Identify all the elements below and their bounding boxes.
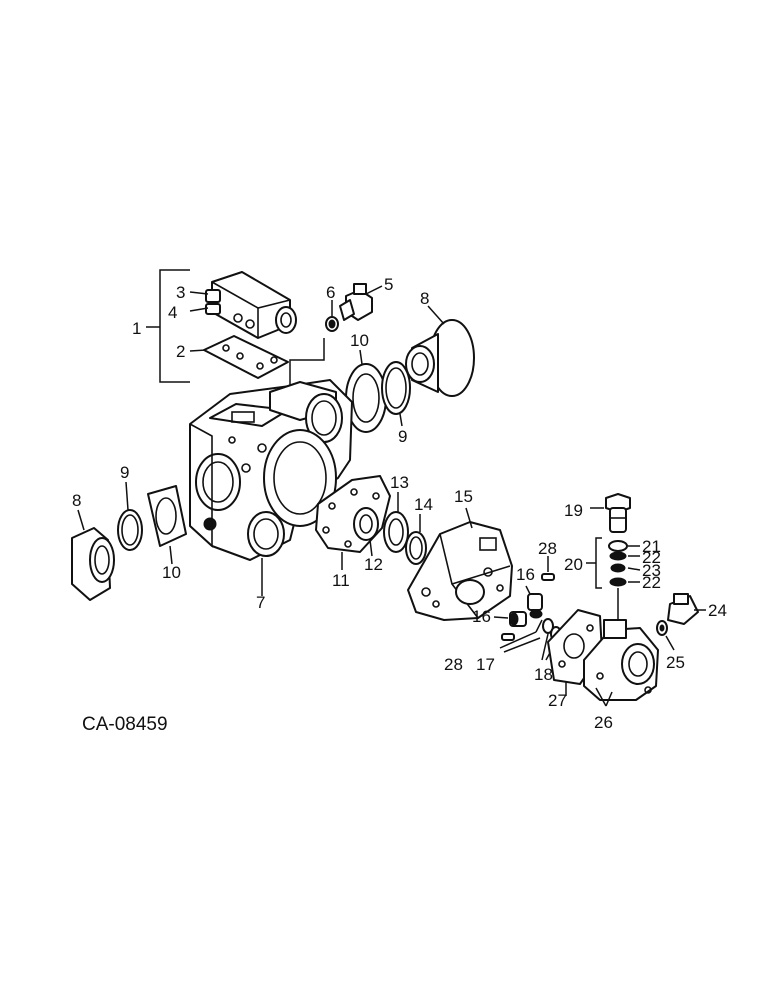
pump-cover <box>583 619 659 707</box>
roll-pins <box>501 556 555 641</box>
callout-18: 18 <box>534 665 553 684</box>
callout-22-upper: 22 <box>642 548 661 567</box>
callout-4: 4 <box>168 303 177 322</box>
drive-gear <box>353 507 379 557</box>
callout-5: 5 <box>384 275 393 294</box>
callout-20: 20 <box>564 555 583 574</box>
callout-9-lower: 9 <box>120 463 129 482</box>
callout-13: 13 <box>390 473 409 492</box>
lower-ring-and-gasket <box>117 481 187 565</box>
callout-26: 26 <box>594 713 613 732</box>
callout-25: 25 <box>666 653 685 672</box>
pump-body <box>407 507 513 621</box>
callout-17: 17 <box>476 655 495 674</box>
callout-2: 2 <box>176 342 185 361</box>
dowel-pins <box>499 619 543 653</box>
bearing-cap-lower <box>71 509 115 601</box>
callout-23: 23 <box>642 561 661 580</box>
relief-plugs <box>493 585 543 627</box>
callout-12: 12 <box>364 555 383 574</box>
callout-24: 24 <box>708 601 727 620</box>
callout-14: 14 <box>414 495 433 514</box>
valve-assembly-group <box>146 269 297 383</box>
callout-15: 15 <box>454 487 473 506</box>
figure-code: CA-08459 <box>82 714 168 735</box>
callout-16-lower: 16 <box>472 607 491 626</box>
callout-10-lower: 10 <box>162 563 181 582</box>
callout-6: 6 <box>326 283 335 302</box>
callout-16-upper: 16 <box>516 565 535 584</box>
elbow-fitting-side <box>656 593 706 651</box>
upper-gasket-and-ring <box>345 349 411 433</box>
callout-28-lower: 28 <box>444 655 463 674</box>
callout-21: 21 <box>642 537 661 556</box>
callout-27: 27 <box>548 691 567 710</box>
callout-8-upper: 8 <box>420 289 429 308</box>
callout-10-upper: 10 <box>350 331 369 350</box>
callout-28-upper: 28 <box>538 539 557 558</box>
callout-22-lower: 22 <box>642 573 661 592</box>
callout-7: 7 <box>256 593 265 612</box>
callout-labels: 1 2 3 4 5 6 7 8 8 9 9 10 10 11 12 13 14 … <box>72 275 727 735</box>
callout-11: 11 <box>332 571 350 590</box>
callout-8-lower: 8 <box>72 491 81 510</box>
relief-valve-kit <box>586 537 641 620</box>
snap-ring <box>405 514 427 565</box>
callout-9-upper: 9 <box>398 427 407 446</box>
bearing-cap-upper <box>405 305 475 397</box>
main-housing <box>189 379 353 596</box>
callout-19: 19 <box>564 501 583 520</box>
relief-valve-plug <box>590 493 631 533</box>
elbow-fitting-top <box>325 283 383 332</box>
oil-seal <box>383 492 409 553</box>
callout-1: 1 <box>132 319 141 338</box>
callout-3: 3 <box>176 283 185 302</box>
